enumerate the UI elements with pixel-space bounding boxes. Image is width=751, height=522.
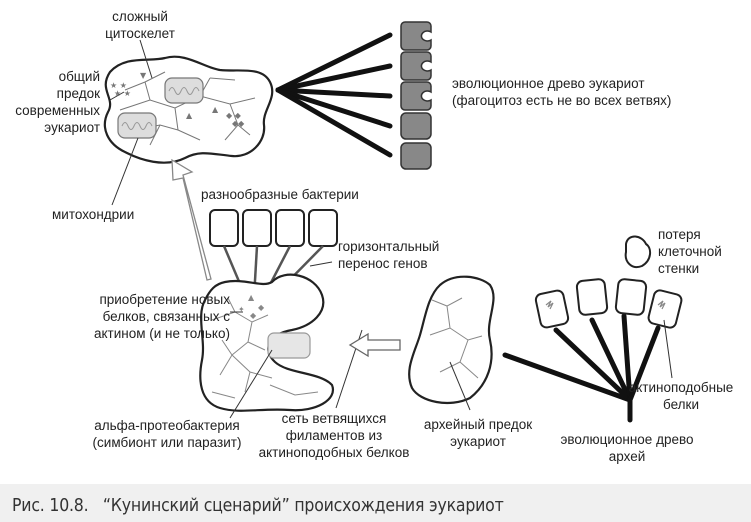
figure-caption: Рис. 10.8. “Кунинский сценарий” происхож… [12, 496, 504, 516]
label-archaeal-ancestor: архейный предок эукариот [423, 417, 533, 449]
svg-text:✦: ✦ [238, 305, 245, 314]
svg-text:▼: ▼ [140, 71, 147, 80]
common-ancestor-cell: ★ ★★ ★ ▼ ◆ ◆ ◆◆ ▲ ▲ [103, 55, 274, 164]
label-diverse-bacteria: разнообразные бактерии [201, 187, 359, 202]
caption-number: Рис. 10.8. [12, 496, 89, 516]
archaea-tree [502, 313, 661, 423]
alphaproteobacterium-icon [267, 332, 311, 359]
caption-bar [0, 484, 751, 522]
label-cell-wall-loss: потеря клеточной стенки [658, 227, 722, 276]
label-new-proteins: приобретение новых белков, связанных с а… [93, 292, 230, 341]
svg-text:◆: ◆ [250, 311, 257, 320]
eukaryote-lineage-icons [400, 21, 432, 170]
archaeal-ancestor-cell [408, 275, 495, 405]
chimeric-cell: ▲◆◆✦ [199, 273, 335, 412]
label-alphaproteobacterium: альфа-протеобактерия (симбионт или параз… [92, 418, 242, 450]
label-filament-network: сеть ветвящихся филаментов из актиноподо… [258, 411, 410, 460]
eukaryote-tree [275, 32, 393, 158]
svg-text:▲: ▲ [248, 293, 255, 302]
diverse-bacteria-icons [209, 209, 338, 247]
label-common-ancestor: общий предок современных эукариот [15, 69, 100, 135]
mitochondrion-icon [164, 77, 204, 104]
label-eukaryote-tree: эволюционное древо эукариот (фагоцитоз е… [452, 76, 672, 108]
svg-text:▲: ▲ [212, 105, 219, 114]
svg-text:★ ★: ★ ★ [114, 89, 131, 98]
svg-text:◆◆: ◆◆ [232, 119, 245, 128]
archaea-lineage-icons [534, 235, 683, 329]
svg-text:▲: ▲ [186, 111, 193, 120]
label-mitochondria: митохондрии [52, 207, 135, 222]
label-actin-like-proteins: актиноподобные белки [628, 380, 734, 412]
caption-title: “Кунинский сценарий” происхождения эукар… [102, 496, 504, 516]
fusion-arrow [348, 332, 401, 358]
svg-text:◆: ◆ [258, 303, 265, 312]
kuninsky-scenario-diagram: ★ ★★ ★ ▼◆ ◆ ◆◆▲ ▲ [103, 21, 683, 423]
svg-text:★ ★: ★ ★ [110, 81, 127, 90]
evolution-arrow [171, 158, 212, 281]
label-archaea-tree: эволюционное древо архей [560, 432, 694, 464]
label-horizontal-transfer: горизонтальный перенос генов [338, 239, 440, 271]
mitochondrion-icon [117, 112, 157, 139]
label-complex-cytoskeleton: сложный цитоскелет [105, 9, 175, 41]
svg-text:◆ ◆: ◆ ◆ [226, 111, 242, 120]
